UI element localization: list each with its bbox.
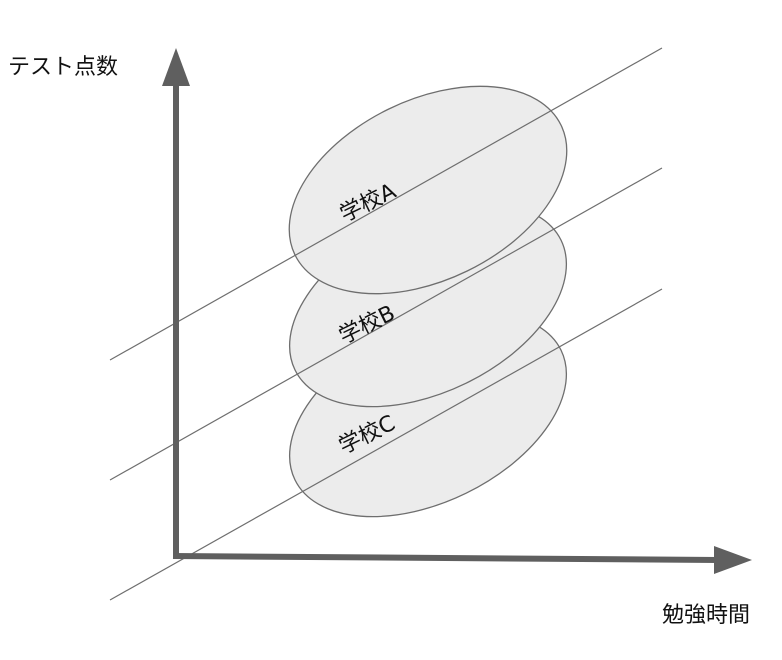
- y-axis: [162, 48, 190, 558]
- x-axis-arrowhead: [714, 546, 752, 574]
- y-axis-title: テスト点数: [8, 55, 119, 80]
- y-axis-arrowhead: [162, 48, 190, 86]
- trend-line-c: [109, 288, 663, 601]
- x-axis: [172, 546, 752, 574]
- x-axis-title: 勉強時間: [662, 603, 751, 628]
- trend-line-b: [109, 167, 663, 481]
- trend-line-a: [109, 47, 663, 361]
